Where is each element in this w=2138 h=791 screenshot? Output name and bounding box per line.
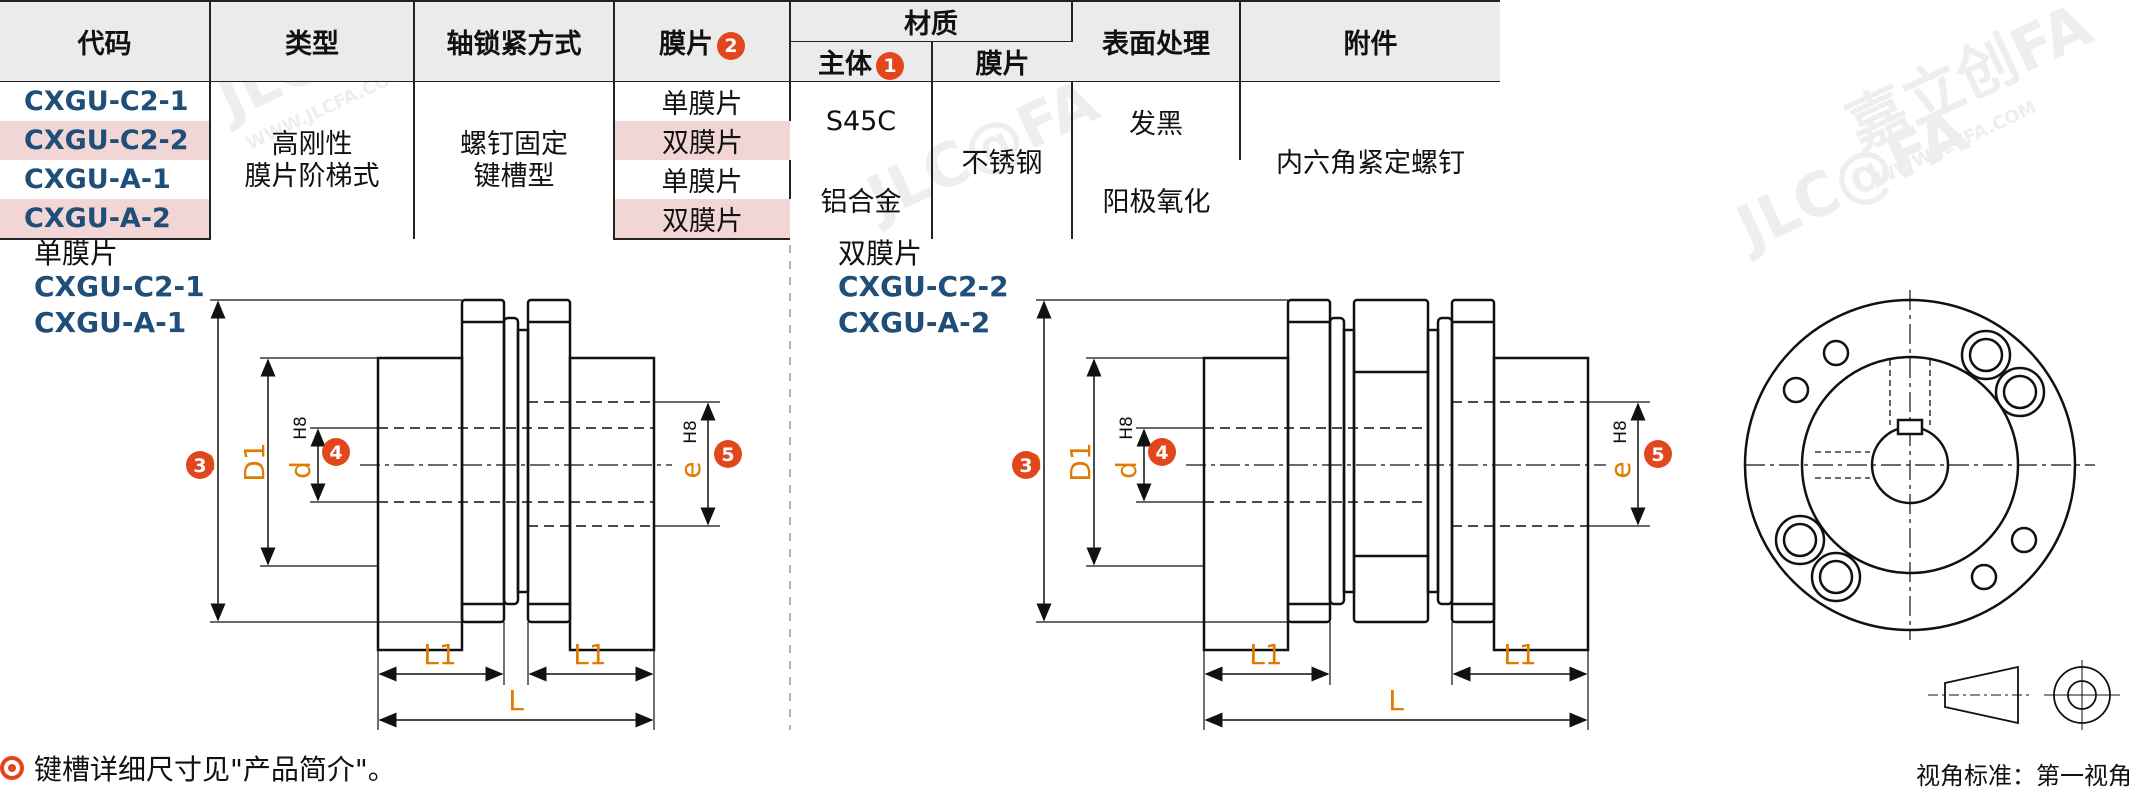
cell-diaphragm: 双膜片	[614, 121, 790, 160]
header-body-label: 主体	[818, 49, 872, 80]
cell-body: S45C	[790, 81, 933, 160]
dim-L1-double-left: L1	[1249, 638, 1282, 671]
header-type: 类型	[210, 0, 415, 82]
bullet-icon	[0, 756, 24, 780]
cell-diaphragm: 单膜片	[614, 160, 791, 199]
dim-L-single: L	[508, 684, 524, 717]
lock-line1: 螺钉固定	[460, 128, 568, 160]
cell-diaphragm: 单膜片	[614, 81, 791, 121]
single-coupling-drawing	[210, 298, 720, 730]
cell-code: CXGU-A-1	[0, 160, 211, 199]
badge-4-single: 4	[329, 442, 342, 464]
projection-standard: 视角标准：第一视角	[1916, 762, 2132, 790]
first-angle-projection-icon	[1928, 660, 2120, 730]
type-line1: 高刚性	[271, 128, 353, 160]
double-code-2: CXGU-A-2	[838, 306, 991, 339]
end-view-drawing	[1743, 290, 2095, 640]
cell-code: CXGU-C2-1	[0, 81, 211, 121]
dim-d-double: d	[1110, 461, 1143, 479]
badge-3-single: 3	[193, 455, 206, 477]
dim-e-tol-single: H8	[681, 420, 701, 444]
dim-d-single: d	[284, 461, 317, 479]
double-title: 双膜片	[838, 237, 923, 270]
header-surface: 表面处理	[1072, 0, 1241, 82]
dim-D1-single: D1	[238, 442, 271, 481]
cell-mat-diaphragm: 不锈钢	[932, 81, 1073, 239]
cell-lock: 螺钉固定键槽型	[414, 81, 615, 239]
table-row: CXGU-A-2 双膜片	[0, 199, 1500, 240]
table-row: CXGU-C2-1 高刚性膜片阶梯式 螺钉固定键槽型 单膜片 S45C 不锈钢 …	[0, 81, 1500, 239]
table-row: CXGU-A-1 单膜片 铝合金 阳极氧化	[0, 160, 1500, 239]
footnote: 键槽详细尺寸见"产品简介"。	[0, 748, 396, 788]
dim-e-tol-double: H8	[1611, 420, 1631, 444]
dim-d-tol-single: H8	[291, 416, 311, 440]
dim-L1-double-right: L1	[1503, 638, 1536, 671]
footnote-text: 键槽详细尺寸见"产品简介"。	[34, 753, 396, 786]
badge-5-single: 5	[721, 444, 734, 466]
table-row: CXGU-C2-2 双膜片	[0, 121, 1500, 160]
header-mat-diaphragm: 膜片	[932, 41, 1072, 82]
cell-surface: 发黑	[1072, 81, 1241, 160]
dim-L1-single-right: L1	[573, 638, 606, 671]
badge-5-double: 5	[1651, 444, 1664, 466]
dim-e-single: e	[674, 461, 707, 478]
badge-2: 2	[717, 31, 745, 60]
single-title: 单膜片	[34, 237, 119, 270]
header-code: 代码	[0, 0, 211, 82]
cell-code: CXGU-C2-2	[0, 121, 211, 160]
header-accessory: 附件	[1240, 0, 1500, 82]
cell-body: 铝合金	[790, 160, 933, 239]
header-material: 材质	[790, 0, 1073, 42]
single-code-1: CXGU-C2-1	[34, 270, 205, 303]
cell-diaphragm: 双膜片	[614, 199, 790, 240]
dim-D1-double: D1	[1064, 442, 1097, 481]
header-diaphragm-label: 膜片	[659, 29, 713, 60]
cell-code: CXGU-A-2	[0, 199, 211, 240]
header-lock: 轴锁紧方式	[414, 0, 615, 82]
cell-type: 高刚性膜片阶梯式	[210, 81, 415, 239]
badge-4-double: 4	[1155, 442, 1168, 464]
dim-d-tol-double: H8	[1117, 416, 1137, 440]
cell-accessory: 内六角紧定螺钉	[1276, 148, 1465, 179]
badge-3-double: 3	[1019, 455, 1032, 477]
screw-hole-icon	[1782, 339, 2038, 591]
dim-e-double: e	[1604, 461, 1637, 478]
dim-L1-single-left: L1	[423, 638, 456, 671]
cell-surface: 阳极氧化	[1102, 187, 1211, 218]
set-screw-icon	[1774, 329, 2046, 603]
badge-1: 1	[876, 51, 904, 80]
double-code-1: CXGU-C2-2	[838, 270, 1009, 303]
lock-line2: 键槽型	[473, 160, 555, 192]
single-code-2: CXGU-A-1	[34, 306, 187, 339]
double-coupling-drawing	[1036, 298, 1650, 730]
type-line2: 膜片阶梯式	[244, 160, 380, 192]
dim-L-double: L	[1388, 684, 1404, 717]
